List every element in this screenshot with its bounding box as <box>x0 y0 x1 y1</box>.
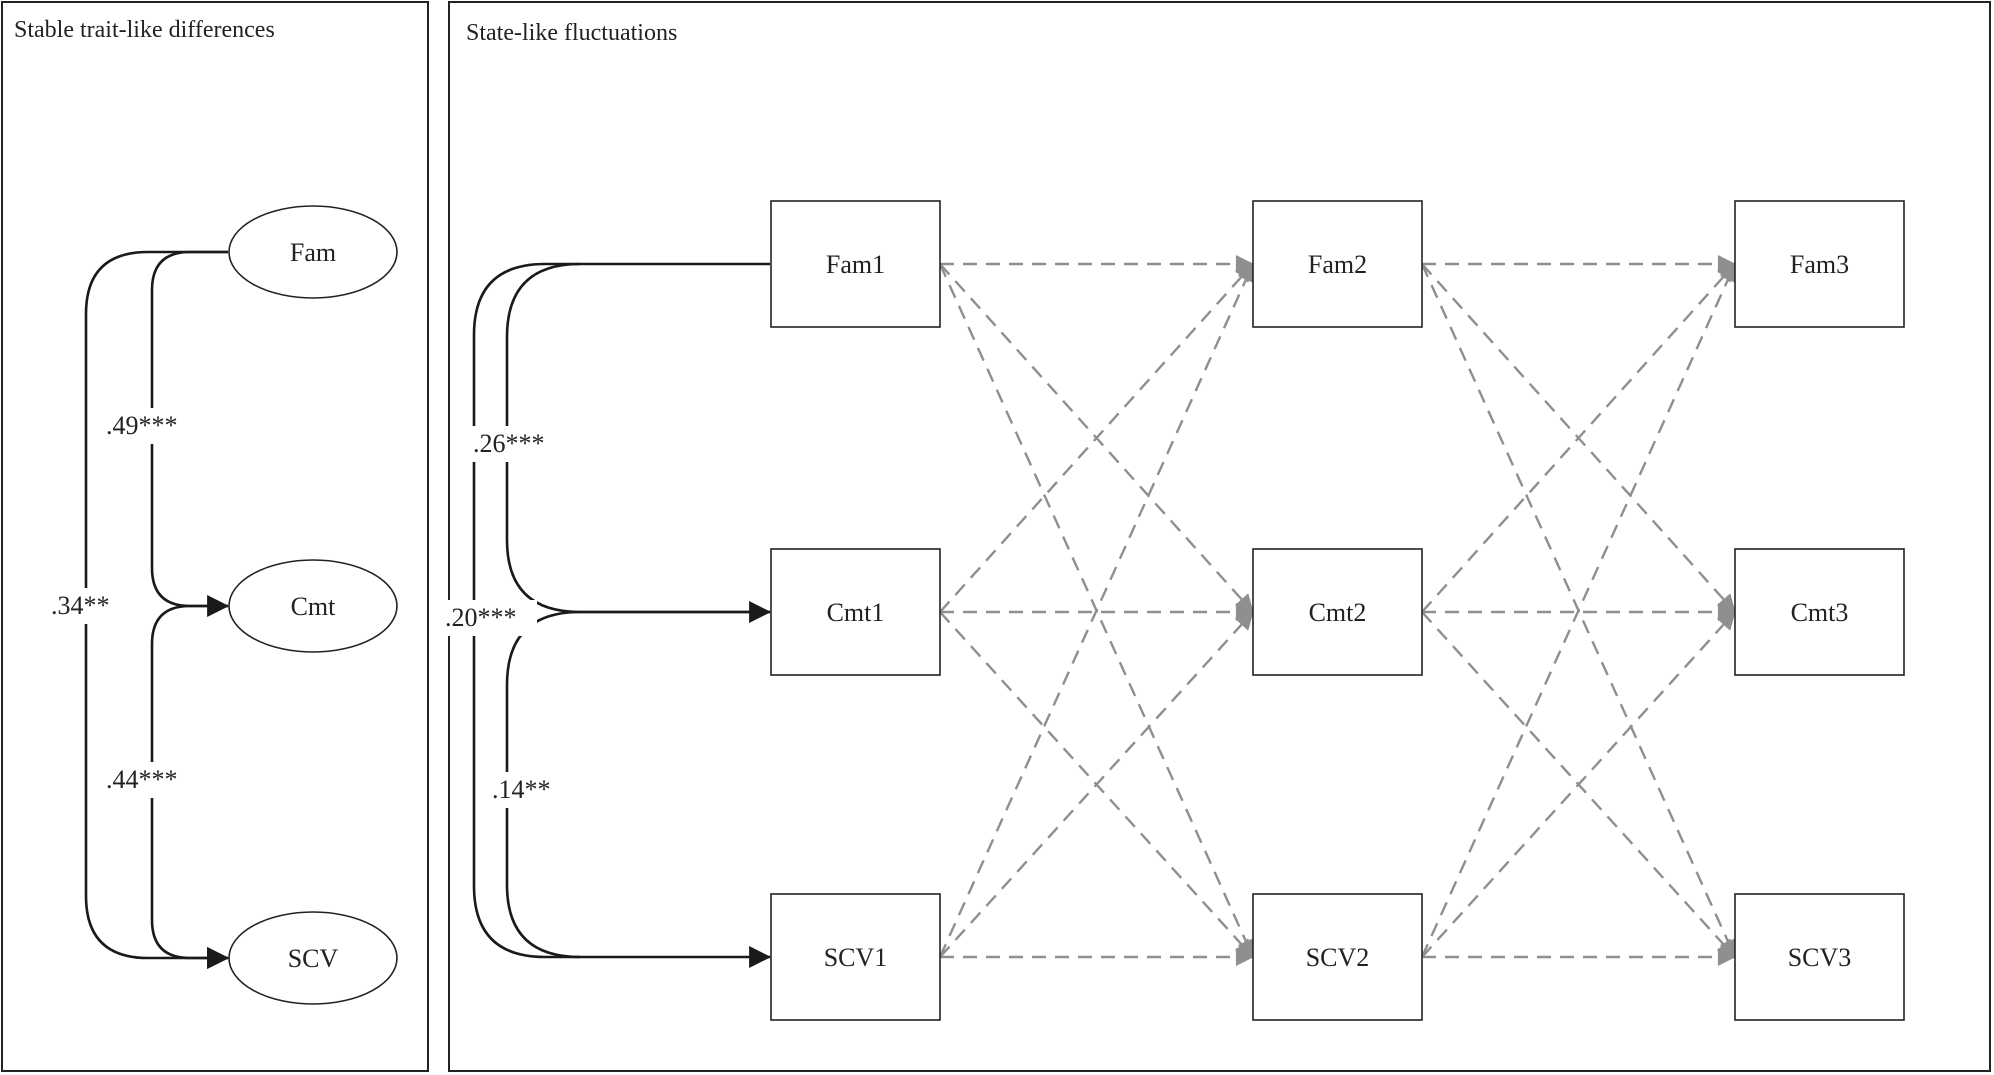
node-fam1: Fam1 <box>770 200 941 328</box>
node-cmt1: Cmt1 <box>770 548 941 676</box>
coef-state-cmt1-scv1: .14** <box>492 775 551 804</box>
coef-bg <box>490 772 566 808</box>
coef-state-fam1-cmt1: .26*** <box>473 429 545 458</box>
trait-panel-title: Stable trait-like differences <box>14 17 275 43</box>
latent-scv: SCV <box>228 911 398 1005</box>
coef-bg <box>103 408 199 444</box>
path-scv1-fam2 <box>938 263 1255 958</box>
node-cmt3: Cmt3 <box>1734 548 1905 676</box>
crosslag-paths-w1-w2 <box>938 255 1255 966</box>
latent-fam: Fam <box>228 205 398 299</box>
coef-state-fam1-scv1: .20*** <box>445 603 517 632</box>
path-scv1-cmt2 <box>939 611 1254 958</box>
state-panel <box>448 1 1991 1072</box>
coef-bg <box>48 588 126 624</box>
node-cmt1-label: Cmt1 <box>827 598 885 627</box>
trait-panel <box>1 1 429 1072</box>
path-cmt1-fam2 <box>939 263 1254 613</box>
latent-cmt: Cmt <box>228 559 398 653</box>
node-fam2-label: Fam2 <box>1308 250 1367 279</box>
node-cmt3-label: Cmt3 <box>1791 598 1849 627</box>
latent-cmt-label: Cmt <box>291 592 337 621</box>
path-scv2-fam3 <box>1420 263 1737 958</box>
coef-bg <box>103 762 199 798</box>
path-scv2-cmt3 <box>1421 611 1736 958</box>
node-scv2: SCV2 <box>1252 893 1423 1021</box>
crosslag-paths-w2-w3 <box>1420 255 1737 966</box>
coef-bg <box>472 426 560 462</box>
node-fam3: Fam3 <box>1734 200 1905 328</box>
node-scv1: SCV1 <box>770 893 941 1021</box>
node-cmt2: Cmt2 <box>1252 548 1423 676</box>
node-scv3-label: SCV3 <box>1788 943 1852 972</box>
coef-bg <box>443 600 537 636</box>
latent-fam-label: Fam <box>290 238 336 267</box>
path-cmt2-fam3 <box>1421 263 1736 613</box>
node-scv1-label: SCV1 <box>824 943 888 972</box>
node-cmt2-label: Cmt2 <box>1309 598 1367 627</box>
coef-trait-fam-scv: .34** <box>51 591 110 620</box>
coef-trait-cmt-scv: .44*** <box>106 765 178 794</box>
node-fam1-label: Fam1 <box>826 250 885 279</box>
state-panel-title: State-like fluctuations <box>466 20 677 46</box>
node-scv2-label: SCV2 <box>1306 943 1370 972</box>
node-fam2: Fam2 <box>1252 200 1423 328</box>
node-scv3: SCV3 <box>1734 893 1905 1021</box>
coef-trait-fam-cmt: .49*** <box>106 411 178 440</box>
latent-scv-label: SCV <box>288 944 339 973</box>
node-fam3-label: Fam3 <box>1790 250 1849 279</box>
